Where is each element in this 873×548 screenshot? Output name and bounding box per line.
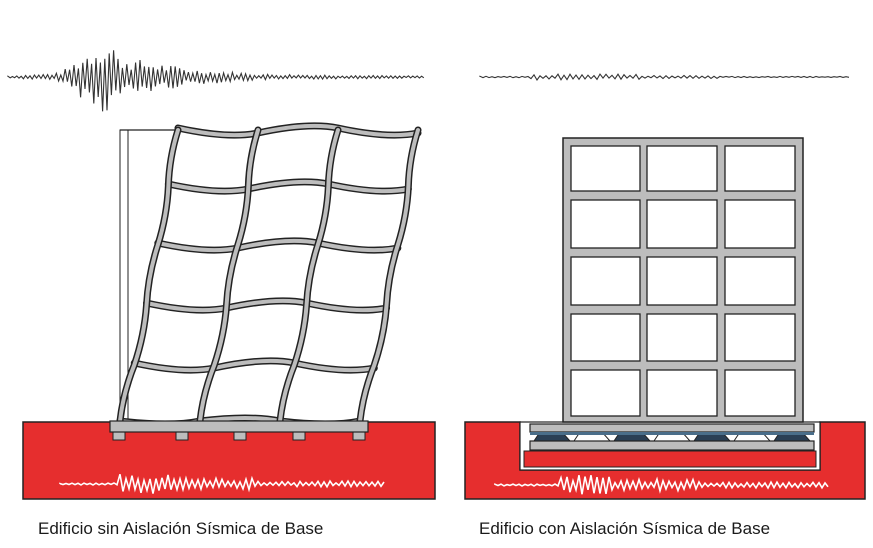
caption-with-isolation: Edificio con Aislación Sísmica de Base bbox=[479, 519, 771, 538]
right-base-isolation-layer bbox=[529, 423, 815, 451]
caption-without-isolation: Edificio sin Aislación Sísmica de Base bbox=[38, 519, 324, 538]
left-ground-block bbox=[22, 421, 436, 500]
left-deformed-building bbox=[116, 122, 422, 428]
left-foundation-pads bbox=[109, 420, 369, 441]
right-seismogram bbox=[479, 73, 850, 82]
left-seismogram bbox=[7, 50, 425, 112]
right-rigid-building bbox=[562, 137, 804, 423]
